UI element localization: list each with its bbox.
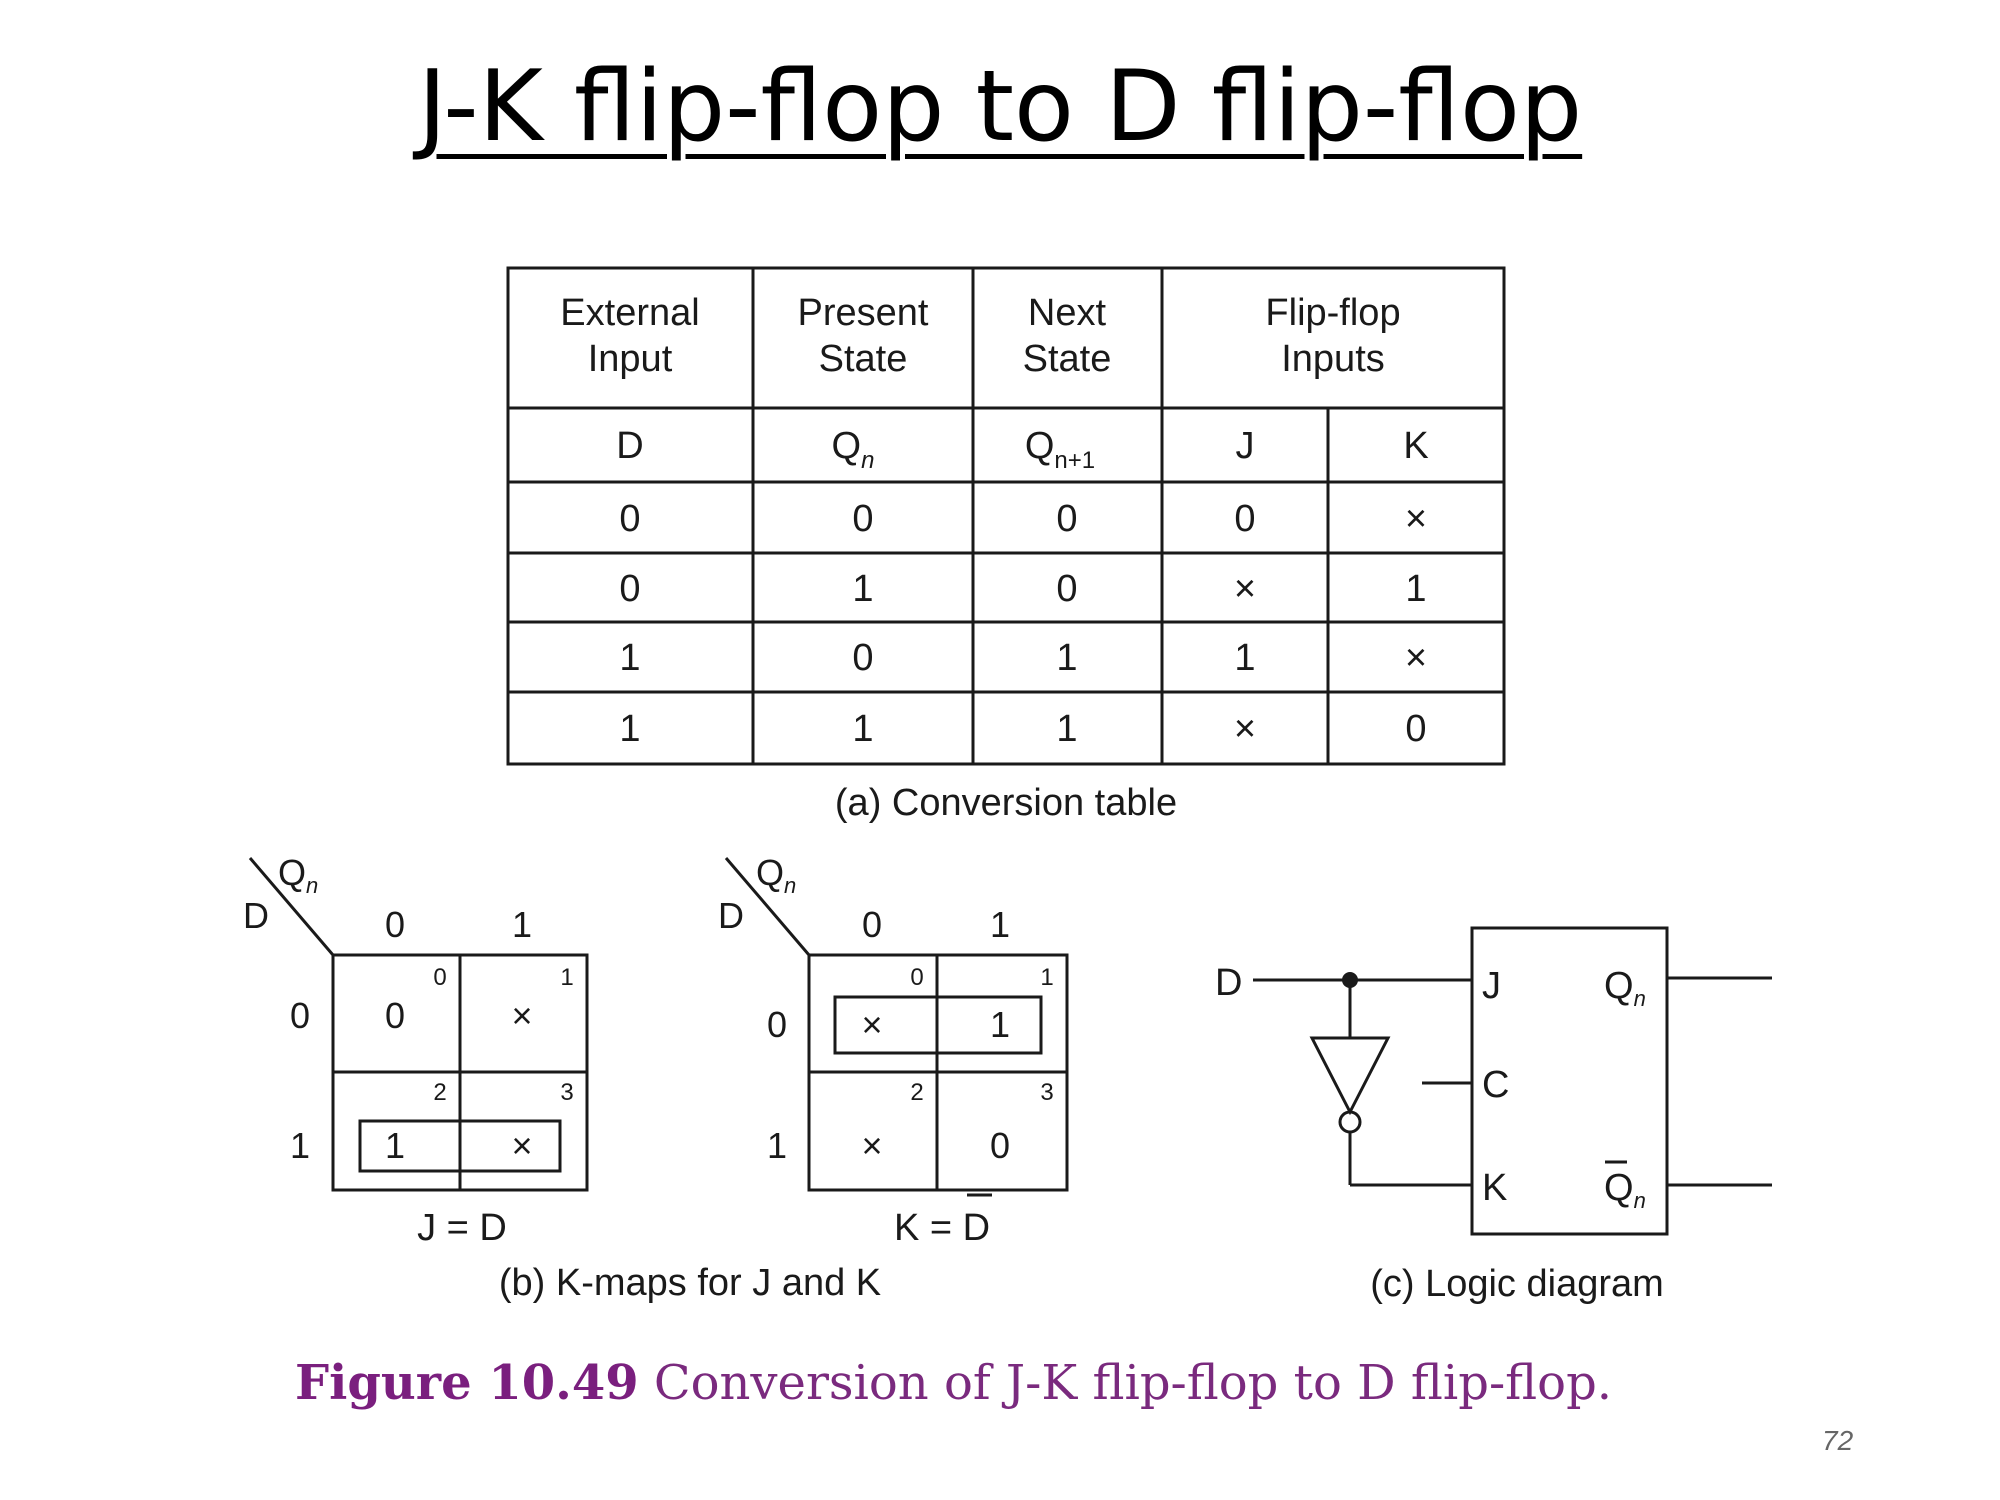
kmap-j-col-1: 1 [512,904,532,945]
kmap-j-cell: × [511,995,532,1036]
pin-k: K [1482,1167,1507,1209]
kmap-j-index: 0 [433,964,446,991]
kmap-k-cell: × [861,1125,882,1166]
not-gate-icon [1309,1036,1391,1116]
table-cell: 0 [619,498,640,540]
table-cell: 1 [1405,568,1426,610]
kmap-k: Qn D 0 1 0 1 × 1 × 0 0 1 2 3 K = D [718,852,1069,1249]
table-cell: 0 [1405,708,1426,750]
kmap-k-row-1: 1 [767,1125,787,1166]
kmap-k-index: 0 [910,964,923,991]
table-cell: 0 [1234,498,1255,540]
table-cell: 1 [619,637,640,679]
kmap-k-row-var: D [718,895,744,936]
kmap-j-index: 1 [560,964,573,991]
table-cell: 0 [852,637,873,679]
kmap-k-cell: 1 [990,1004,1010,1045]
col-d: D [616,425,643,467]
d-bar: D [963,1207,990,1249]
flipflop-box [1470,926,1669,1236]
col-qn1: Qn+1 [1025,425,1095,474]
figure-caption: Figure 10.49 Conversion of J-K flip-flop… [295,1355,1612,1411]
table-cell: 0 [1056,568,1077,610]
kmap-j-cell: 1 [385,1125,405,1166]
conversion-table [506,266,1506,766]
kmap-j-row-0: 0 [290,995,310,1036]
table-cell: 0 [852,498,873,540]
kmap-j-col-0: 0 [385,904,405,945]
pin-j: J [1482,965,1501,1007]
kmaps-caption: (b) K-maps for J and K [499,1262,881,1304]
kmap-j-cell: × [511,1125,532,1166]
output-q: Qn [1604,965,1646,1011]
logic-diagram: D J C K Qn Qn (c) Logic diagram [1215,926,1772,1305]
table-cell: 1 [1234,637,1255,679]
kmap-j-col-var: Qn [278,852,318,898]
kmap-k-col-0: 0 [862,904,882,945]
logic-caption: (c) Logic diagram [1370,1263,1664,1305]
figure-label: Figure 10.49 [295,1355,639,1411]
junction-dot [1342,972,1358,988]
table-cell: 1 [1056,708,1077,750]
kmap-j-row-var: D [243,895,269,936]
kmap-j-expression: J = D [417,1207,507,1249]
table-cell: × [1234,708,1256,750]
pin-c: C [1482,1064,1509,1106]
kmap-k-cell: 0 [990,1125,1010,1166]
table-cell: 1 [1056,637,1077,679]
logic-input-d: D [1215,962,1242,1004]
col-k: K [1403,425,1428,467]
col-j: J [1236,425,1255,467]
kmap-k-index: 2 [910,1079,923,1106]
col-qn: Qn [832,425,875,474]
table-cell: × [1405,498,1427,540]
kmap-k-col-1: 1 [990,904,1010,945]
table-cell: 1 [852,568,873,610]
table-cell: 0 [1056,498,1077,540]
kmap-j-row-1: 1 [290,1125,310,1166]
figure-text: Conversion of J-K flip-flop to D flip-fl… [638,1355,1613,1411]
kmap-k-index: 3 [1040,1079,1053,1106]
table-cell: 1 [852,708,873,750]
output-q-bar: Qn [1604,1167,1646,1213]
table-cell: 0 [619,568,640,610]
kmap-k-col-var: Qn [756,852,796,898]
page-number: 72 [1822,1425,1854,1456]
kmap-k-index: 1 [1040,964,1053,991]
kmap-j-index: 3 [560,1079,573,1106]
kmap-k-row-0: 0 [767,1004,787,1045]
kmap-j-cell: 0 [385,995,405,1036]
table-cell: × [1405,637,1427,679]
table-cell: 1 [619,708,640,750]
table-body: 0 0 0 0 × 0 1 0 × 1 1 0 1 1 × 1 1 1 × 0 [619,498,1427,750]
kmap-j: Qn D 0 1 0 1 0 × 1 × 0 1 2 3 J = D [243,852,589,1249]
table-cell: × [1234,568,1256,610]
table-caption: (a) Conversion table [835,782,1177,824]
slide-title: J-K flip-flop to D flip-flop [417,50,1583,164]
kmap-j-index: 2 [433,1079,446,1106]
kmap-k-expression: K = D [894,1207,990,1249]
kmap-k-cell: × [861,1004,882,1045]
